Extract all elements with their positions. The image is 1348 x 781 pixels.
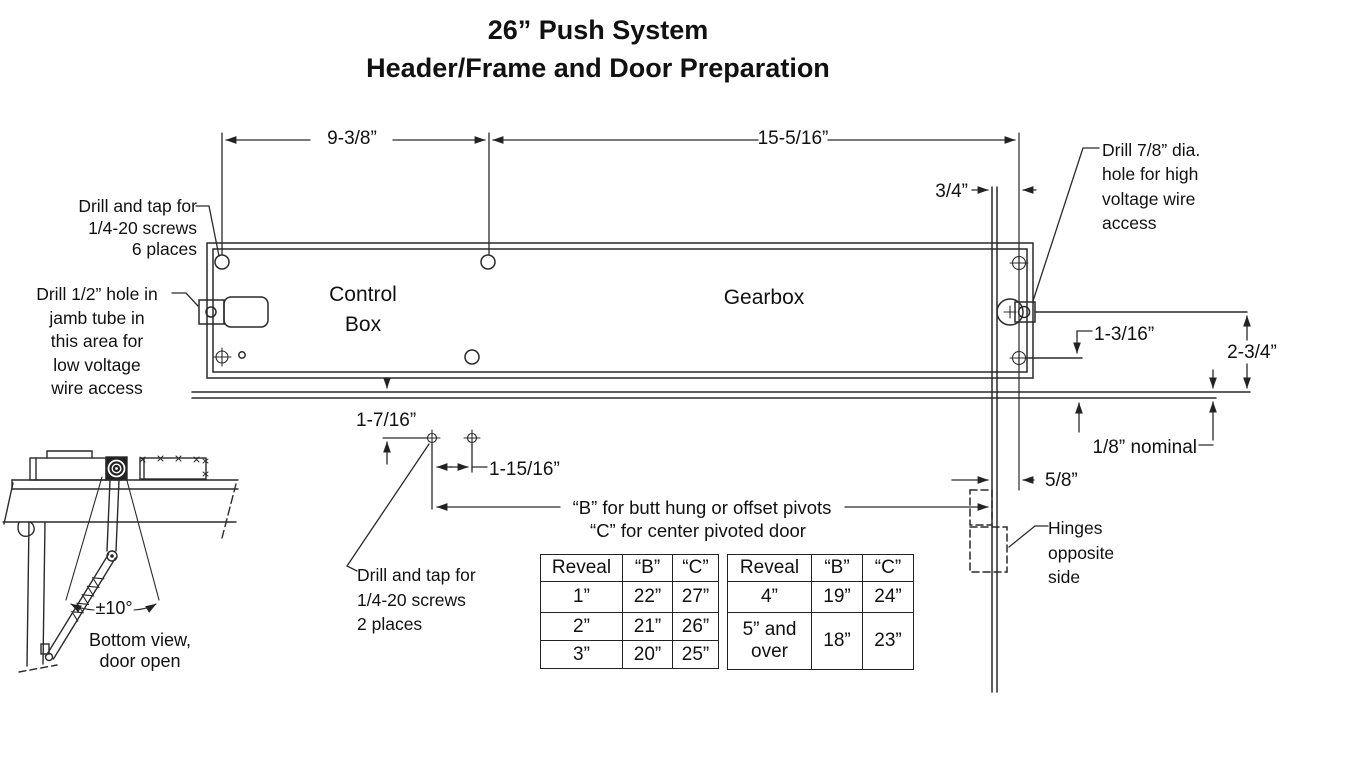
table-cell: 1”: [540, 581, 623, 613]
col-header: “B”: [811, 554, 863, 582]
callout-hinges-opposite-side: Hinges opposite side: [1048, 518, 1115, 587]
note-c-dimension: “C” for center pivoted door: [590, 520, 806, 541]
table-cell: 22”: [622, 581, 673, 613]
page-title-line2: Header/Frame and Door Preparation: [366, 53, 830, 83]
table-cell: 18”: [811, 612, 863, 670]
dim-gearbox-width: 15-5/16”: [757, 128, 829, 149]
table-cell: 25”: [672, 640, 719, 669]
note-b-dimension: “B” for butt hung or offset pivots: [572, 497, 832, 518]
callout-drill-tap-2-places: Drill and tap for 1/4-20 screws 2 places: [357, 565, 476, 635]
col-header: “B”: [622, 554, 673, 582]
clip-marks: [139, 455, 209, 477]
hinge-outline: [969, 489, 1008, 573]
dimension-lines: [171, 132, 1251, 572]
col-header: “C”: [862, 554, 914, 582]
screw-hole-cross-marks: [212, 253, 1029, 368]
table-cell: 2”: [540, 612, 623, 641]
dim-control-box-width: 9-3/8”: [327, 128, 377, 149]
col-header: “C”: [672, 554, 719, 582]
col-header: Reveal: [727, 554, 812, 582]
dim-spindle-height: 2-3/4”: [1227, 342, 1277, 363]
dim-spindle-inset: 3/4”: [935, 181, 968, 202]
callout-drill-half-inch: Drill 1/2” hole in jamb tube in this are…: [36, 284, 158, 399]
callout-drill-seven-eighths: Drill 7/8” dia. hole for high voltage wi…: [1102, 140, 1201, 234]
col-header: Reveal: [540, 554, 623, 582]
reveal-table-right: Reveal “B” “C” 4” 19” 24” 5” and over 18…: [727, 554, 914, 670]
header-assembly-drawing: [191, 132, 1251, 693]
table-cell: 24”: [862, 581, 914, 613]
reveal-table-left: Reveal “B” “C” 1” 22” 27” 2” 21” 26” 3” …: [540, 554, 719, 669]
dim-door-clearance: 1/8” nominal: [1092, 437, 1197, 458]
table-cell: 26”: [672, 612, 719, 641]
callout-drill-tap-6-places: Drill and tap for 1/4-20 screws 6 places: [78, 196, 197, 259]
table-cell: 4”: [727, 581, 812, 613]
label-control-box: Control Box: [329, 283, 397, 336]
label-gearbox: Gearbox: [723, 286, 805, 309]
dim-screw-drop: 1-7/16”: [356, 410, 417, 431]
dim-door-edge-offset: 5/8”: [1045, 470, 1078, 491]
table-cell: 5” and over: [727, 612, 812, 670]
page-title-line1: 26” Push System: [487, 15, 709, 45]
dim-screw-spacing: 1-15/16”: [489, 459, 560, 480]
table-cell: 27”: [672, 581, 719, 613]
table-cell: 19”: [811, 581, 863, 613]
bottom-view-drawing: [2, 450, 239, 673]
table-cell: 20”: [622, 640, 673, 669]
caption-bottom-view: Bottom view, door open: [88, 630, 192, 671]
table-cell: 21”: [622, 612, 673, 641]
table-cell: 3”: [540, 640, 623, 669]
table-cell: 23”: [862, 612, 914, 670]
dim-hole-drop: 1-3/16”: [1094, 324, 1155, 345]
label-swing-angle: ±10°: [95, 598, 133, 618]
